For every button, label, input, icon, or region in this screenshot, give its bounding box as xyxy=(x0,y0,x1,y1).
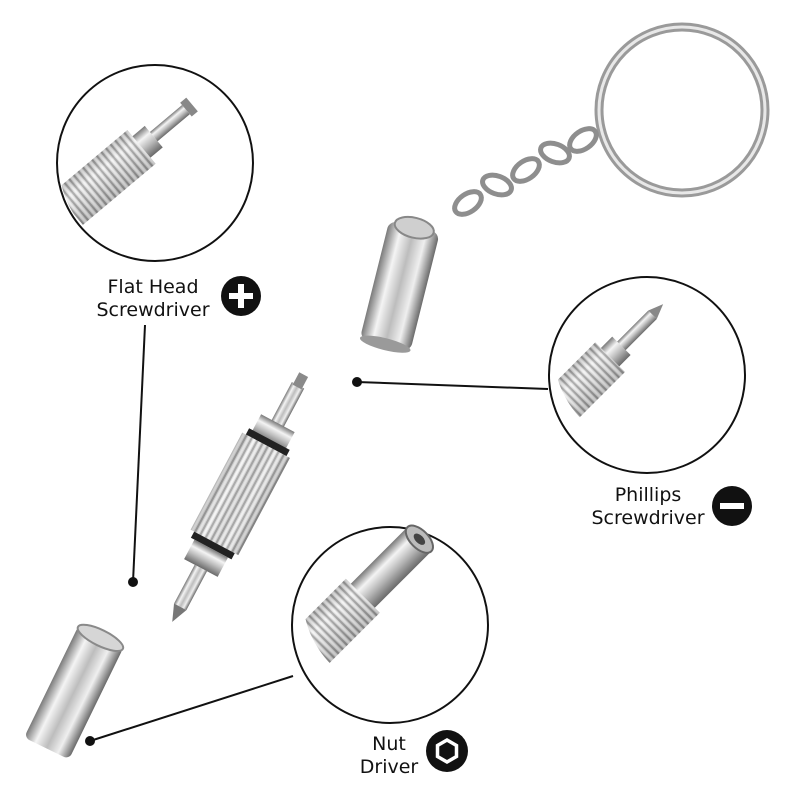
plus-icon xyxy=(221,276,261,316)
minus-icon xyxy=(712,486,752,526)
flat-head-label-line1: Flat Head xyxy=(107,276,199,298)
chain xyxy=(452,126,599,217)
detail-circle-nut-driver xyxy=(268,524,489,724)
detail-circle-phillips xyxy=(528,276,746,474)
screwdriver-body xyxy=(172,372,309,622)
bottom-cap xyxy=(26,623,125,758)
phillips-label-line1: Phillips xyxy=(614,484,682,506)
flat-head-label: Flat Head Screwdriver xyxy=(88,276,218,322)
hexagon-icon xyxy=(426,730,468,772)
leader-lines xyxy=(85,324,549,746)
nut-driver-label: Nut Driver xyxy=(354,733,424,779)
flat-head-label-line2: Screwdriver xyxy=(96,299,210,321)
nut-driver-label-line1: Nut xyxy=(372,733,406,755)
phillips-label-line2: Screwdriver xyxy=(591,507,705,529)
nut-driver-label-line2: Driver xyxy=(359,756,419,778)
top-cap xyxy=(359,215,439,353)
key-ring xyxy=(594,22,770,198)
phillips-label: Phillips Screwdriver xyxy=(584,484,712,530)
detail-circle-flat-head xyxy=(54,64,254,262)
